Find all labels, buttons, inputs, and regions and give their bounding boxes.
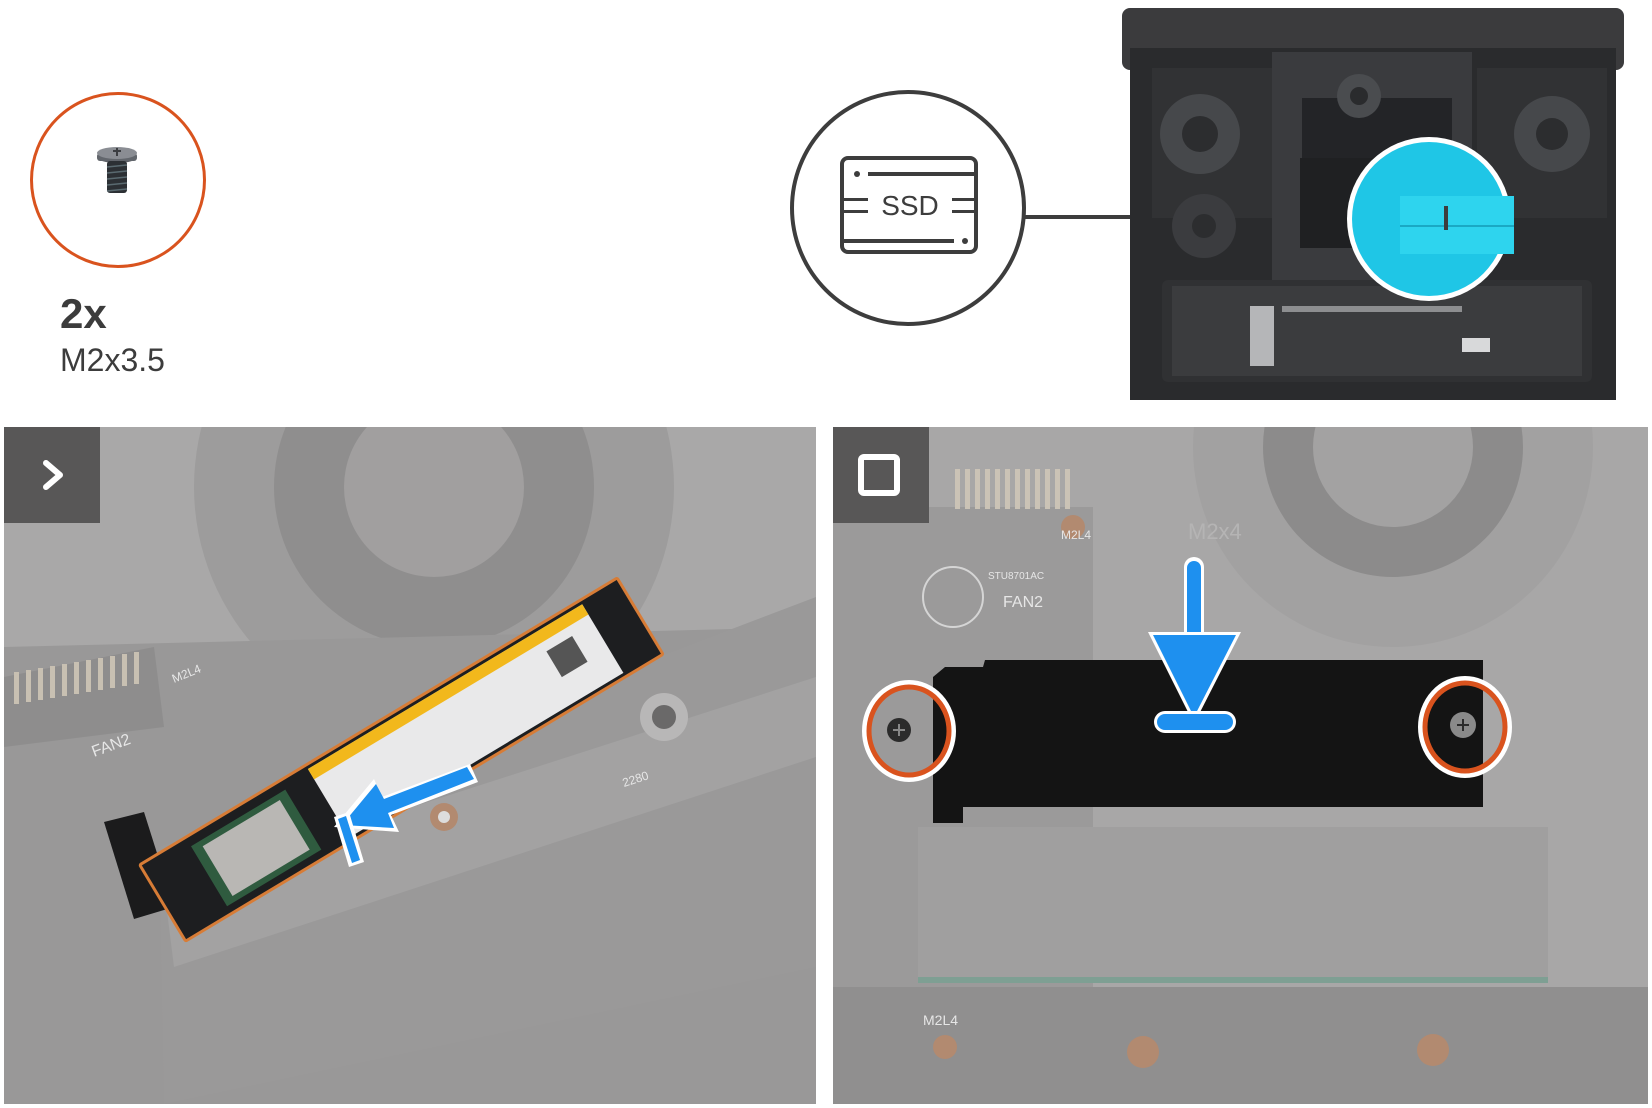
screw-location-left	[862, 680, 956, 782]
step-badge-final	[833, 427, 929, 523]
ssd-icon: SSD	[840, 156, 978, 254]
press-down-arrow	[1148, 557, 1241, 733]
svg-text:M2L4: M2L4	[1061, 528, 1091, 542]
step-panel-insert-ssd: M2L4 FAN2 2280	[4, 427, 816, 1104]
svg-text:STU8701AC: STU8701AC	[988, 571, 1044, 582]
svg-text:M2L4: M2L4	[923, 1012, 958, 1028]
step1-photo: M2L4 FAN2 2280	[4, 427, 816, 1104]
screw-quantity: 2x	[60, 290, 107, 337]
ssd-icon-label: SSD	[881, 190, 939, 221]
screw-callout-circle	[30, 92, 206, 268]
screw-location-right	[1418, 676, 1512, 778]
callout-leader-drop	[1444, 206, 1448, 230]
insert-direction-arrow	[334, 764, 478, 867]
svg-text:M2x4: M2x4	[1188, 519, 1242, 544]
screw-icon	[97, 147, 137, 193]
ssd-location-circle: SSD	[790, 90, 1026, 326]
screw-spec: M2x3.5	[60, 342, 165, 378]
svg-text:FAN2: FAN2	[1003, 594, 1043, 611]
step-panel-secure-ssd: M2L4 FAN2 STU8701AC M2x4 M2L4	[833, 427, 1648, 1104]
laptop-bottom-overview	[1122, 8, 1624, 402]
stop-square-icon	[858, 454, 900, 496]
step-badge-next	[4, 427, 100, 523]
chevron-right-icon	[43, 460, 63, 490]
step2-photo: M2L4 FAN2 STU8701AC M2x4 M2L4	[833, 427, 1648, 1104]
